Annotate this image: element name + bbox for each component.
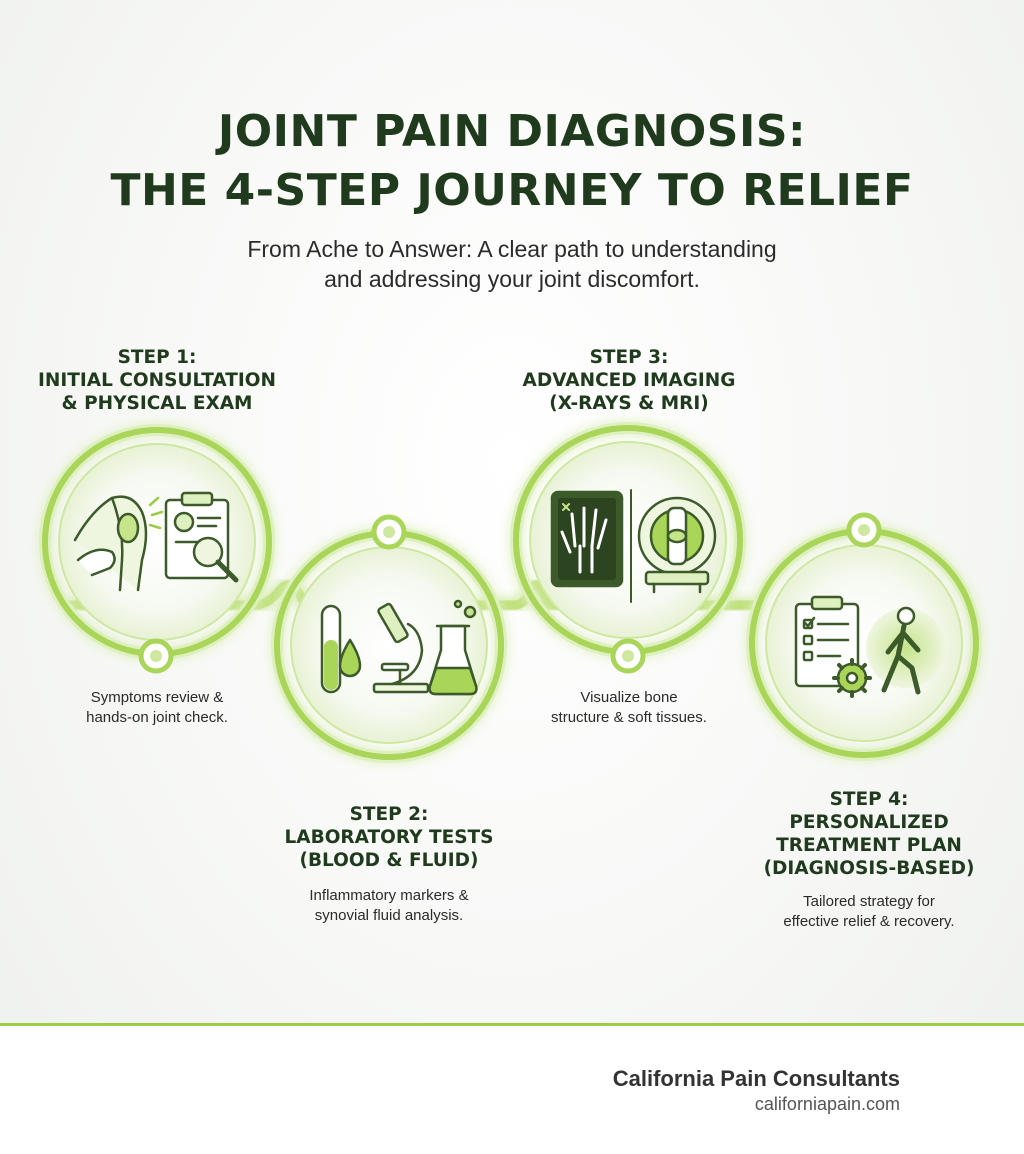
step-3-title-line: STEP 3: <box>589 347 669 368</box>
step-2-desc-line: synovial fluid analysis. <box>314 907 464 924</box>
walking-person-icon <box>866 606 946 695</box>
connector-node-3 <box>610 638 646 674</box>
step-3-description: Visualize bone structure & soft tissues. <box>519 688 739 728</box>
microscope-icon <box>372 602 430 694</box>
step-4-description: Tailored strategy for effective relief &… <box>749 892 989 932</box>
step-4-title-line: TREATMENT PLAN <box>776 835 962 856</box>
mri-scanner-icon <box>637 496 717 594</box>
step-1-title-line: INITIAL CONSULTATION <box>38 370 276 391</box>
knee-exam-icon <box>73 495 164 592</box>
step-3-desc-line: Visualize bone <box>580 689 678 706</box>
brand-block: California Pain Consultants californiapa… <box>613 1066 900 1115</box>
step-1-desc-line: Symptoms review & <box>90 689 224 706</box>
footer <box>0 1026 1024 1154</box>
step-2-title-line: LABORATORY TESTS <box>284 827 494 848</box>
step-1-description: Symptoms review & hands-on joint check. <box>47 688 267 728</box>
connector-node-2 <box>371 514 407 550</box>
step-2-title: STEP 2: LABORATORY TESTS (BLOOD & FLUID) <box>269 803 509 872</box>
step-2-title-line: (BLOOD & FLUID) <box>299 850 479 871</box>
checklist-gear-icon <box>794 595 872 698</box>
step-2-description: Inflammatory markers & synovial fluid an… <box>279 886 499 926</box>
step-3-title: STEP 3: ADVANCED IMAGING (X-RAYS & MRI) <box>499 346 759 415</box>
subtitle-line-1: From Ache to Answer: A clear path to und… <box>247 236 777 262</box>
step-4-title-line: (DIAGNOSIS-BASED) <box>763 858 975 879</box>
step-4-title-line: STEP 4: <box>829 789 909 810</box>
step-2-circle <box>271 527 507 763</box>
step-3-title-line: (X-RAYS & MRI) <box>549 393 709 414</box>
flask-icon <box>428 599 478 696</box>
test-tube-icon <box>320 604 362 694</box>
clipboard-magnifier-icon <box>164 491 239 583</box>
step-1-title-line: STEP 1: <box>117 347 197 368</box>
step-1-title: STEP 1: INITIAL CONSULTATION & PHYSICAL … <box>27 346 287 415</box>
step-4-title-line: PERSONALIZED <box>789 812 949 833</box>
connector-node-4 <box>846 512 882 548</box>
step-3-title-line: ADVANCED IMAGING <box>522 370 736 391</box>
page-title-line-2: THE 4-STEP JOURNEY TO RELIEF <box>110 165 914 216</box>
xray-hand-icon <box>550 489 632 603</box>
connector-node-1 <box>138 638 174 674</box>
step-3-desc-line: structure & soft tissues. <box>551 709 707 726</box>
step-4-title: STEP 4: PERSONALIZED TREATMENT PLAN (DIA… <box>749 788 989 880</box>
step-4-desc-line: Tailored strategy for <box>803 893 935 910</box>
page-title-line-1: JOINT PAIN DIAGNOSIS: <box>217 106 807 157</box>
step-4-desc-line: effective relief & recovery. <box>783 913 955 930</box>
step-2-title-line: STEP 2: <box>349 804 429 825</box>
brand-name: California Pain Consultants <box>612 1066 900 1091</box>
footer-divider <box>0 1023 1024 1026</box>
step-2-desc-line: Inflammatory markers & <box>309 887 469 904</box>
brand-url[interactable]: californiapain.com <box>754 1094 900 1114</box>
subtitle-line-2: and addressing your joint discomfort. <box>324 266 700 292</box>
step-1-title-line: & PHYSICAL EXAM <box>61 393 253 414</box>
step-1-desc-line: hands-on joint check. <box>86 709 228 726</box>
